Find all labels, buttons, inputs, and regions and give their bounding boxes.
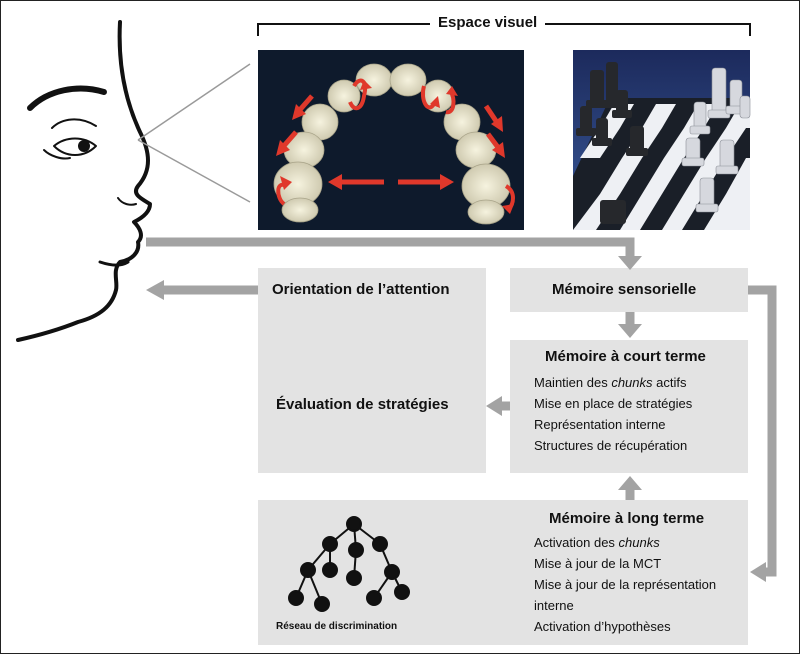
short-term-memory-title: Mémoire à court terme bbox=[545, 348, 706, 365]
ltm-item: interne bbox=[534, 598, 574, 613]
nostril bbox=[117, 197, 137, 206]
attention-label: Orientation de l’attention bbox=[272, 281, 450, 298]
ear-line bbox=[43, 149, 71, 160]
sight-lines bbox=[137, 63, 251, 203]
pupil bbox=[78, 140, 90, 152]
sensory-memory-box bbox=[510, 268, 748, 312]
eyelid bbox=[51, 118, 97, 129]
strategy-evaluation-label: Évaluation de stratégies bbox=[276, 396, 449, 413]
short-term-memory-box bbox=[510, 340, 748, 473]
visual-space-title: Espace visuel bbox=[430, 14, 546, 31]
long-term-memory-title: Mémoire à long terme bbox=[549, 510, 705, 527]
eyebrow bbox=[27, 85, 107, 111]
attention-box bbox=[258, 268, 486, 473]
teeth-image bbox=[258, 50, 524, 230]
ltm-item: Mise à jour de la MCT bbox=[534, 556, 662, 571]
stm-item: Représentation interne bbox=[534, 417, 666, 432]
chess-image bbox=[573, 50, 751, 230]
mouth bbox=[98, 260, 130, 267]
stm-item: Structures de récupération bbox=[534, 438, 688, 453]
face-outline bbox=[16, 20, 152, 342]
arrow-face-to-sensory bbox=[146, 237, 635, 258]
network-caption: Réseau de discrimination bbox=[276, 621, 398, 632]
ltm-item: Activation d’hypothèses bbox=[534, 619, 671, 634]
arrow-sensory-to-ltm bbox=[748, 285, 777, 577]
flow-arrows bbox=[146, 237, 777, 582]
ltm-item: Mise à jour de la représentation bbox=[534, 577, 717, 592]
ltm-item: Activation des chunks bbox=[534, 535, 660, 550]
stm-item: Mise en place de stratégies bbox=[534, 396, 693, 411]
sensory-memory-label: Mémoire sensorielle bbox=[552, 281, 697, 298]
discrimination-network bbox=[288, 516, 410, 612]
stm-item: Maintien des chunks actifs bbox=[534, 375, 687, 390]
chess-pieces-black bbox=[576, 62, 648, 224]
chess-pieces-white bbox=[681, 67, 751, 213]
long-term-memory-list: Activation des chunks Mise à jour de la … bbox=[534, 532, 716, 637]
long-term-memory-box bbox=[258, 500, 748, 645]
face-profile bbox=[16, 20, 152, 342]
eye bbox=[53, 137, 97, 156]
rotation-arrows bbox=[276, 78, 515, 214]
short-term-memory-list: Maintien des chunks actifs Mise en place… bbox=[534, 372, 692, 456]
